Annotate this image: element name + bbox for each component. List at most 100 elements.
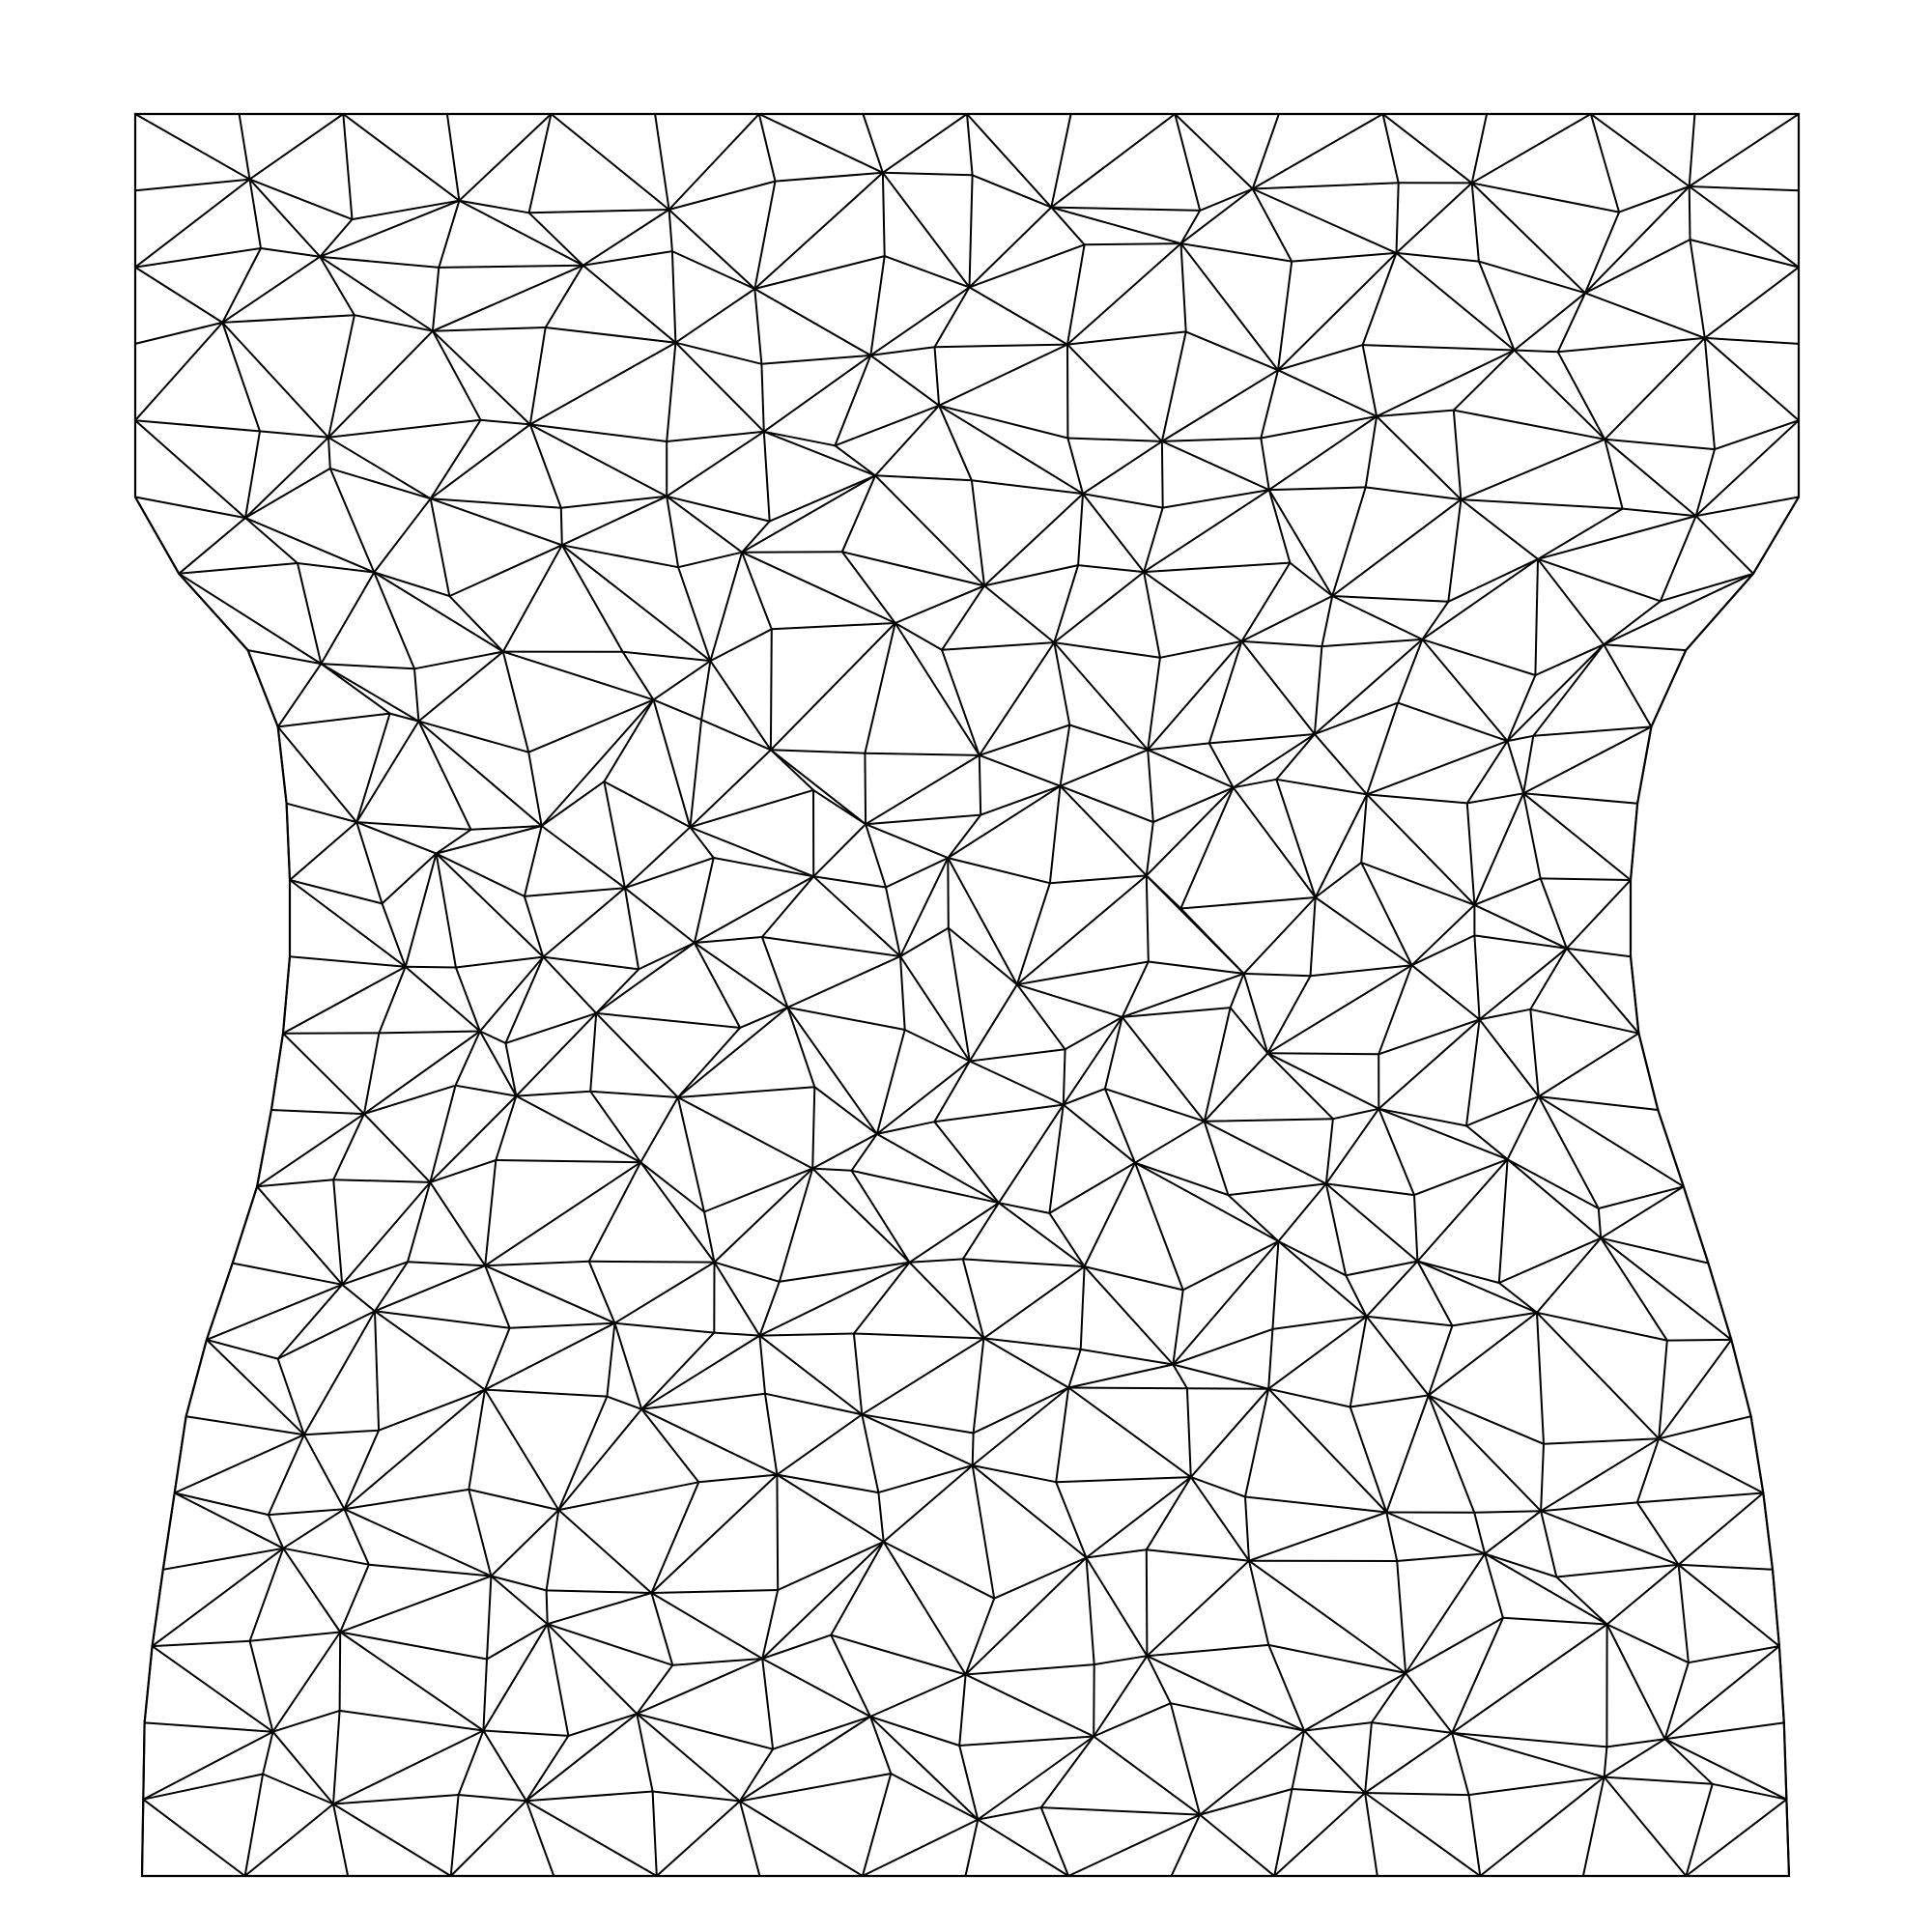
mesh-edge	[606, 1321, 616, 1398]
mesh-edge	[1103, 1088, 1136, 1164]
mesh-edge	[899, 955, 906, 1031]
mesh-edge	[319, 255, 440, 269]
mesh-edge	[1364, 486, 1463, 501]
mesh-edge	[339, 1563, 370, 1634]
mesh-edge	[178, 517, 246, 575]
mesh-edge	[899, 926, 950, 957]
mesh-edge	[141, 1798, 145, 1877]
mesh-edge	[178, 572, 249, 652]
mesh-edge	[1630, 955, 1640, 1035]
mesh-edge	[1385, 1511, 1487, 1555]
mesh-edge	[1240, 639, 1316, 735]
mesh-edge	[454, 1084, 518, 1097]
mesh-edge	[613, 1321, 643, 1410]
mesh-edge	[276, 725, 358, 824]
mesh-edge	[1232, 778, 1278, 789]
mesh-edge	[1143, 571, 1161, 659]
mesh-edge	[1603, 1746, 1608, 1778]
mesh-edge	[861, 1337, 985, 1416]
mesh-edge	[1537, 1095, 1600, 1209]
mesh-edge	[1266, 975, 1312, 1055]
mesh-edge	[1506, 1095, 1540, 1161]
mesh-edge	[968, 983, 1018, 1063]
mesh-edge	[1169, 1702, 1202, 1816]
mesh-edge	[1277, 251, 1398, 372]
mesh-edge	[651, 1790, 658, 1877]
mesh-edge	[142, 1730, 274, 1801]
mesh-edge	[482, 1623, 549, 1732]
mesh-edge	[1067, 1813, 1202, 1877]
mesh-edge	[355, 821, 438, 855]
mesh-edge	[881, 171, 971, 289]
mesh-edge	[852, 1261, 911, 1335]
mesh-edge	[874, 474, 973, 482]
mesh-edge	[319, 255, 434, 332]
mesh-edge	[1600, 1236, 1733, 1341]
mesh-edge	[1244, 1495, 1388, 1514]
mesh-edge	[388, 712, 420, 723]
mesh-edge	[271, 1730, 334, 1805]
mesh-edge	[650, 1481, 700, 1594]
mesh-edge	[1536, 1311, 1668, 1342]
mesh-edge	[978, 724, 1071, 756]
mesh-edge	[908, 1261, 985, 1340]
mesh-edge	[527, 212, 584, 267]
mesh-edge	[674, 341, 763, 365]
mesh-edge	[205, 1338, 279, 1360]
mesh-edge	[1015, 960, 1150, 986]
mesh-edge	[362, 1030, 481, 1116]
mesh-edge	[540, 781, 606, 827]
mesh-edge	[1364, 1792, 1378, 1877]
mesh-edge	[757, 113, 777, 183]
mesh-edge	[1749, 1415, 1765, 1494]
mesh-edge	[221, 321, 261, 433]
mesh-edge	[703, 1210, 716, 1264]
mesh-edge	[741, 520, 771, 554]
mesh-edge	[1506, 1158, 1600, 1209]
mesh-edge	[173, 1492, 285, 1549]
mesh-edge	[1015, 882, 1051, 986]
mesh-edge	[997, 1103, 1065, 1205]
mesh-edge	[1251, 113, 1384, 190]
mesh-edge	[1688, 113, 1696, 187]
mesh-edge	[811, 1132, 878, 1170]
mesh-edge	[666, 495, 771, 523]
mesh-edge	[1703, 336, 1716, 451]
mesh-edge	[256, 1109, 272, 1188]
mesh-edge	[484, 1321, 616, 1391]
mesh-edge	[993, 1556, 1088, 1600]
mesh-edge	[769, 622, 896, 752]
mesh-edge	[850, 1169, 911, 1264]
mesh-edge	[1313, 645, 1323, 735]
mesh-edge	[1604, 438, 1697, 518]
mesh-edge	[1600, 1236, 1710, 1264]
mesh-edge	[282, 1032, 365, 1116]
mesh-edge	[231, 1262, 344, 1286]
mesh-edge	[429, 1094, 518, 1183]
mesh-edge	[971, 1464, 1088, 1559]
mesh-edge	[504, 1011, 598, 1044]
mesh-edge	[877, 1492, 885, 1543]
mesh-edge	[185, 1415, 305, 1436]
mesh-edge	[1361, 344, 1516, 352]
mesh-edge	[374, 1310, 381, 1432]
mesh-edge	[875, 1132, 1000, 1205]
mesh-edge	[544, 327, 677, 344]
mesh-edge	[738, 1800, 864, 1877]
mesh-edge	[1467, 1776, 1605, 1797]
mesh-edge	[1179, 209, 1202, 245]
mesh-edge	[244, 517, 376, 574]
mesh-edge	[454, 1030, 481, 1087]
mesh-edge	[1762, 1492, 1774, 1571]
mesh-edge	[762, 354, 872, 433]
mesh-edge	[482, 1729, 570, 1737]
mesh-outline	[133, 112, 1801, 1878]
mesh-edge	[676, 1006, 789, 1098]
mesh-edge	[362, 1084, 457, 1116]
mesh-edge	[484, 1326, 511, 1391]
mesh-edge	[244, 467, 331, 520]
mesh-edge	[862, 113, 884, 174]
mesh-edge	[339, 1575, 493, 1634]
mesh-edge	[689, 788, 814, 829]
